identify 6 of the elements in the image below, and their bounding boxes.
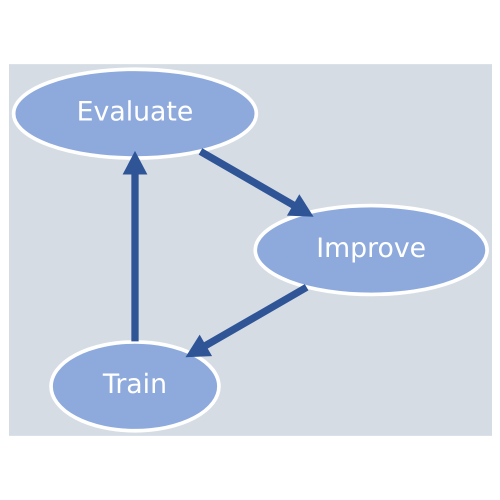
node-ellipse: Improve bbox=[252, 204, 488, 296]
arrow bbox=[184, 284, 308, 358]
arrow bbox=[122, 150, 147, 342]
node-ellipse: Evaluate bbox=[11, 67, 258, 160]
arrow bbox=[198, 148, 314, 217]
node-ellipse: Train bbox=[48, 340, 220, 433]
